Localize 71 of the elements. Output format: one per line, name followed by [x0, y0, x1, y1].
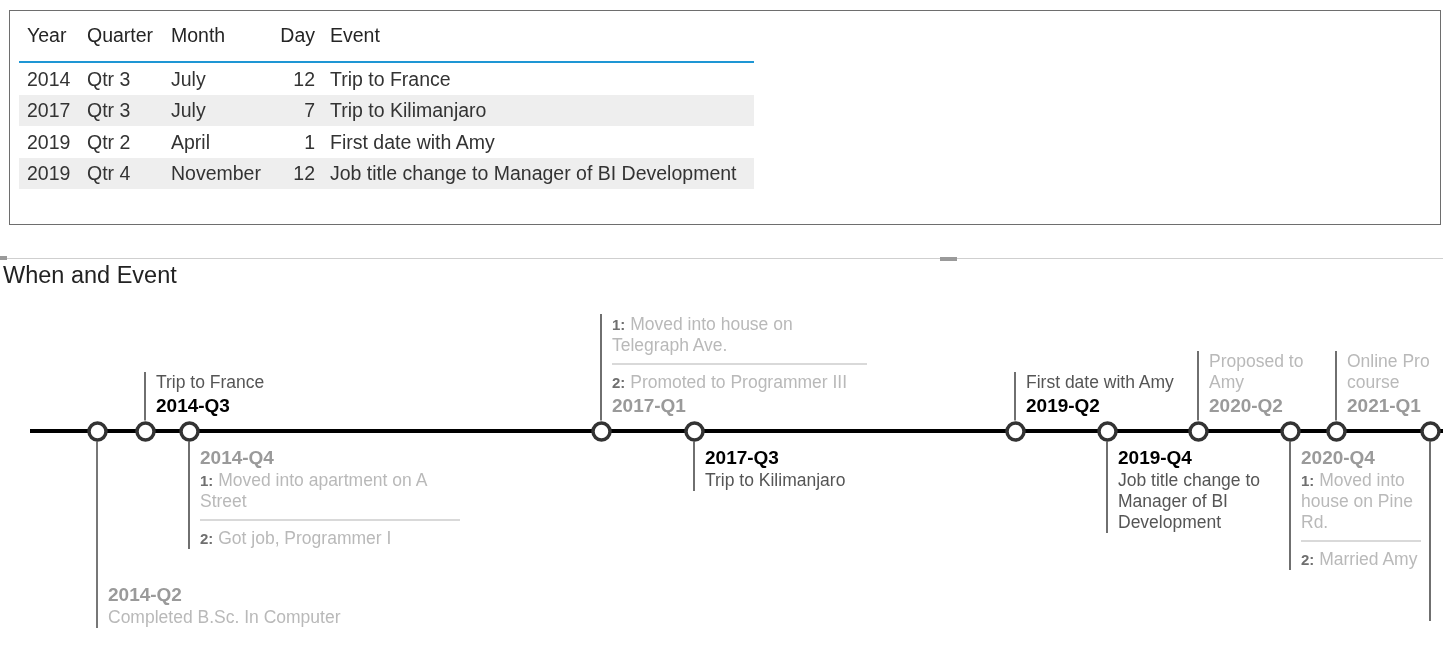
ring-marker-icon: [1187, 420, 1209, 442]
event-text: Trip to Kilimanjaro: [705, 470, 847, 491]
ring-marker-icon: [1279, 420, 1301, 442]
ring-marker-icon: [1004, 420, 1026, 442]
day-number: 12: [293, 162, 315, 184]
quarter-text: Qtr 2: [87, 131, 131, 153]
quarter-label: 2014-Q4: [200, 446, 275, 470]
day-number: 7: [304, 99, 315, 121]
day-number: 12: [293, 68, 315, 90]
ring-marker-icon: [590, 420, 612, 442]
leader-line: [1106, 440, 1108, 534]
leader-line: [1014, 371, 1016, 422]
year-text: 2019: [27, 162, 71, 184]
ring-marker-icon: [1096, 420, 1118, 442]
ring-marker-icon: [134, 420, 156, 442]
event-text: Completed B.Sc. In Computer: [108, 607, 342, 628]
leader-line: [600, 313, 602, 422]
year-text: 2019: [27, 131, 71, 153]
ring-marker-icon: [178, 420, 200, 442]
leader-line: [1289, 440, 1291, 571]
event-text: Trip to France: [156, 372, 266, 393]
quarter-text: Qtr 3: [87, 68, 131, 90]
column-header: Month: [171, 24, 226, 46]
leader-line: [1335, 350, 1337, 422]
ring-marker-icon: [1419, 420, 1441, 442]
leader-line: [144, 371, 146, 422]
quarter-label: 2014-Q2: [108, 583, 183, 607]
event-text: 2: Got job, Programmer I: [200, 528, 393, 549]
event-text: Job title change to Manager of BI Development: [330, 162, 737, 184]
event-text: 1: Moved into house on Telegraph Ave.: [612, 314, 794, 356]
year-text: 2014: [27, 68, 71, 90]
quarter-label: 2014-Q3: [156, 394, 231, 418]
day-number: 1: [304, 131, 315, 153]
column-header: Day: [280, 24, 315, 46]
column-header: Year: [27, 24, 67, 46]
quarter-label: 2019-Q4: [1118, 446, 1193, 470]
month-text: July: [171, 99, 206, 121]
event-text: First date with Amy: [1026, 372, 1175, 393]
leader-line: [96, 440, 98, 629]
column-header: Quarter: [87, 24, 154, 46]
event-text: Online Pro course: [1347, 351, 1431, 393]
event-text: Trip to France: [330, 68, 451, 90]
quarter-label: 2021-Q1: [1347, 394, 1422, 418]
event-text: 2: Promoted to Programmer III: [612, 372, 849, 393]
visual-title: When and Event: [3, 261, 177, 289]
month-text: November: [171, 162, 261, 184]
ring-marker-icon: [1325, 420, 1347, 442]
month-text: April: [171, 131, 210, 153]
quarter-label: 2020-Q2: [1209, 394, 1284, 418]
leader-line: [693, 440, 695, 492]
year-text: 2017: [27, 99, 71, 121]
event-text: 1: Moved into apartment on A Street: [200, 470, 428, 512]
quarter-text: Qtr 4: [87, 162, 131, 184]
event-text: Proposed to Amy: [1209, 351, 1305, 393]
month-text: July: [171, 68, 206, 90]
leader-line: [1197, 350, 1199, 422]
event-text: First date with Amy: [330, 131, 495, 153]
ring-marker-icon: [86, 420, 108, 442]
ring-marker-icon: [683, 420, 705, 442]
leader-line: [188, 440, 190, 550]
column-header: Event: [330, 24, 380, 46]
event-text: Trip to Kilimanjaro: [330, 99, 487, 121]
leader-line: [1429, 440, 1431, 622]
quarter-label: 2019-Q2: [1026, 394, 1101, 418]
quarter-text: Qtr 3: [87, 99, 131, 121]
quarter-label: 2017-Q3: [705, 446, 780, 470]
quarter-label: 2017-Q1: [612, 394, 687, 418]
quarter-label: 2020-Q4: [1301, 446, 1376, 470]
event-text: Job title change to Manager of BI Development: [1118, 470, 1262, 533]
event-text: 1: Moved into house on Pine Rd.: [1301, 470, 1414, 533]
event-text: 2: Married Amy: [1301, 549, 1419, 570]
